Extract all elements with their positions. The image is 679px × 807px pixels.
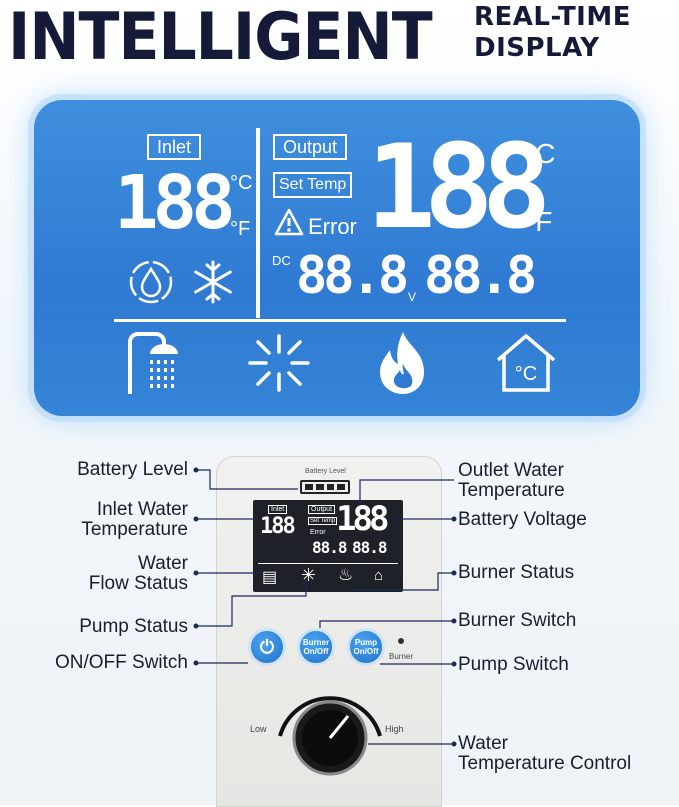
burner-indicator-light bbox=[398, 638, 404, 644]
pump-switch-button[interactable]: Pump On/Off bbox=[347, 628, 385, 666]
mini-voltage-digits-2: 88.8 bbox=[352, 538, 388, 557]
burner-indicator-label: Burner bbox=[389, 652, 414, 661]
voltage-digits-1: 88.8 bbox=[296, 246, 409, 306]
callout-burner-status: Burner Status bbox=[458, 562, 575, 583]
callout-on-off-switch: ON/OFF Switch bbox=[54, 652, 188, 673]
callout-battery-voltage: Battery Voltage bbox=[458, 509, 587, 530]
mini-output-digits: 188 bbox=[336, 499, 389, 539]
power-button[interactable]: ⏻ bbox=[248, 628, 286, 666]
inlet-unit-f: °F bbox=[230, 218, 251, 240]
mini-voltage-digits-1: 88.8 bbox=[312, 538, 348, 557]
voltage-digits-2: 88.8 bbox=[424, 246, 537, 306]
error-label: Error bbox=[308, 214, 357, 239]
headline-intelligent: INTELLIGENT bbox=[8, 0, 433, 75]
output-temp-digits: 188 bbox=[366, 120, 551, 255]
dc-label: DC bbox=[272, 253, 291, 268]
mini-set-temp-label: Set Temp bbox=[308, 517, 338, 525]
output-unit-f: °F bbox=[524, 206, 553, 237]
callout-inlet-water-temp-2: Temperature bbox=[81, 519, 188, 540]
callout-pump-switch: Pump Switch bbox=[458, 654, 569, 675]
output-label: Output bbox=[273, 134, 348, 160]
shower-icon bbox=[128, 332, 178, 394]
snowflake-icon bbox=[194, 260, 232, 304]
callout-outlet-water-temp-2: Temperature bbox=[458, 480, 565, 501]
voltage-unit: V bbox=[408, 290, 417, 304]
mini-shower-icon: ▤ bbox=[262, 569, 278, 586]
mini-flame-icon: ♨ bbox=[338, 565, 354, 584]
callout-inlet-water-temp-1: Inlet Water bbox=[96, 499, 188, 520]
callout-water-flow-1: Water bbox=[138, 553, 188, 574]
callout-water-temp-control-1: Water bbox=[458, 733, 508, 754]
inlet-unit-c: °C bbox=[230, 172, 253, 194]
knob-high-label: High bbox=[385, 724, 404, 734]
callout-outlet-water-temp-1: Outlet Water bbox=[458, 460, 564, 481]
battery-level-indicator bbox=[300, 480, 350, 494]
svg-text:°C: °C bbox=[515, 363, 537, 385]
device-mini-lcd bbox=[253, 500, 403, 592]
callout-battery-level: Battery Level bbox=[77, 459, 188, 480]
burner-button-label: Burner On/Off bbox=[302, 638, 330, 656]
lcd-display-panel bbox=[34, 100, 640, 416]
callout-water-flow-2: Flow Status bbox=[88, 573, 188, 594]
error-warning-icon bbox=[274, 208, 304, 236]
lcd-divider-horizontal bbox=[114, 319, 566, 322]
device-battery-label: Battery Level bbox=[305, 468, 346, 475]
callout-pump-status: Pump Status bbox=[79, 616, 188, 637]
set-temp-label: Set Temp bbox=[273, 172, 353, 198]
temperature-knob[interactable] bbox=[270, 676, 390, 786]
headline-display: DISPLAY bbox=[474, 33, 600, 63]
house-temperature-icon: °C bbox=[496, 334, 556, 392]
callout-burner-switch: Burner Switch bbox=[458, 610, 577, 631]
output-unit-c: °C bbox=[524, 138, 556, 169]
flame-icon bbox=[380, 332, 424, 394]
mini-house-icon: ⌂ bbox=[374, 567, 384, 584]
mini-inlet-digits: 188 bbox=[260, 514, 296, 539]
burner-switch-button[interactable]: Burner On/Off bbox=[297, 628, 335, 666]
sun-icon bbox=[248, 334, 310, 392]
mini-inlet-label: Inlet bbox=[268, 505, 288, 514]
mini-sun-icon: ✳ bbox=[301, 565, 317, 585]
inlet-temp-digits: 188 bbox=[114, 160, 236, 246]
mini-output-label: Output bbox=[308, 505, 336, 514]
water-drop-icon bbox=[129, 260, 173, 304]
headline-realtime: REAL-TIME bbox=[474, 2, 631, 32]
knob-low-label: Low bbox=[250, 724, 267, 734]
lcd-divider-vertical bbox=[256, 128, 260, 318]
callout-water-temp-control-2: Temperature Control bbox=[458, 753, 632, 774]
mini-lcd-divider bbox=[258, 563, 398, 564]
inlet-label: Inlet bbox=[147, 134, 202, 160]
mini-error-label: Error bbox=[310, 529, 326, 536]
pump-button-label: Pump On/Off bbox=[353, 638, 379, 656]
